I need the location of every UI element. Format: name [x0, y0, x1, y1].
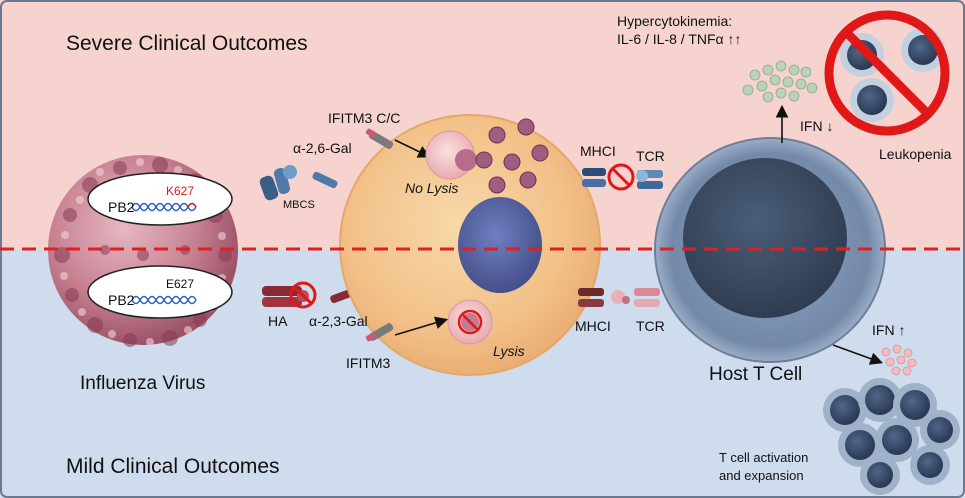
alpha-2-3-gal-label: α-2,3-Gal: [309, 313, 368, 329]
ifn-up-label: IFN ↑: [872, 322, 906, 338]
ha-label: HA: [268, 313, 288, 329]
lysis-label: Lysis: [493, 343, 525, 359]
activated-t-cell-cluster: [823, 378, 960, 495]
arrow-to-lysosome: [394, 316, 449, 336]
mild-outcomes-title: Mild Clinical Outcomes: [66, 455, 280, 478]
endosome-lysis: [447, 299, 493, 345]
dna-helix-bottom: [131, 295, 197, 305]
pb2-top-label: PB2: [108, 199, 135, 215]
ifitm3-cc-label: IFITM3 C/C: [328, 110, 401, 126]
alpha-2-6-gal-label: α-2,6-Gal: [293, 140, 352, 156]
endosome-no-lysis: [425, 130, 477, 180]
prohibit-icon: [289, 281, 317, 309]
ifitm3-protein: [365, 323, 394, 342]
tcr-top-label: TCR: [636, 148, 665, 164]
mbcs-label: MBCS: [283, 199, 315, 211]
leukopenia-prohibit-icon: [824, 10, 950, 136]
no-lysis-label: No Lysis: [405, 180, 459, 196]
pb2-k627-capsule: [87, 172, 233, 226]
host-t-cell-label: Host T Cell: [709, 364, 803, 385]
k627-mutation-label: K627: [166, 184, 195, 198]
tcr-bottom-label: TCR: [636, 318, 665, 334]
ifn-cluster: [881, 344, 917, 376]
influenza-virus-label: Influenza Virus: [80, 373, 206, 394]
severe-outcomes-title: Severe Clinical Outcomes: [66, 32, 308, 55]
mbcs-receptor: [259, 165, 338, 201]
e627-mutation-label: E627: [166, 277, 195, 291]
ifitm3-label: IFITM3: [346, 355, 391, 371]
expansion-label: and expansion: [719, 468, 804, 483]
mhci-tcr-bottom: [578, 288, 660, 307]
hypercytokinemia-label: Hypercytokinemia:: [617, 13, 733, 29]
mhci-bottom-label: MHCI: [575, 318, 611, 334]
ifn-down-label: IFN ↓: [800, 118, 834, 134]
mhci-top-label: MHCI: [580, 143, 616, 159]
arrow-ifn-up: [832, 344, 884, 365]
pb2-e627-capsule: [87, 265, 233, 319]
leukopenia-cells: [840, 28, 945, 122]
ifitm3-cc-protein: [365, 128, 394, 149]
influenza-virus: [48, 155, 238, 347]
dna-helix-top: [131, 202, 197, 212]
arrow-to-endosome: [394, 139, 431, 158]
leukopenia-label: Leukopenia: [879, 146, 952, 162]
t-cell-activation-label: T cell activation: [719, 450, 809, 465]
mhci-tcr-top: [582, 163, 663, 191]
t-cell-nucleus: [683, 158, 847, 318]
cytokine-cluster: [742, 60, 818, 103]
host-cell-nucleus: [458, 197, 542, 293]
released-virions: [475, 118, 549, 194]
cytokine-list-label: IL-6 / IL-8 / TNFα ↑↑: [617, 31, 742, 47]
pb2-bottom-label: PB2: [108, 292, 135, 308]
